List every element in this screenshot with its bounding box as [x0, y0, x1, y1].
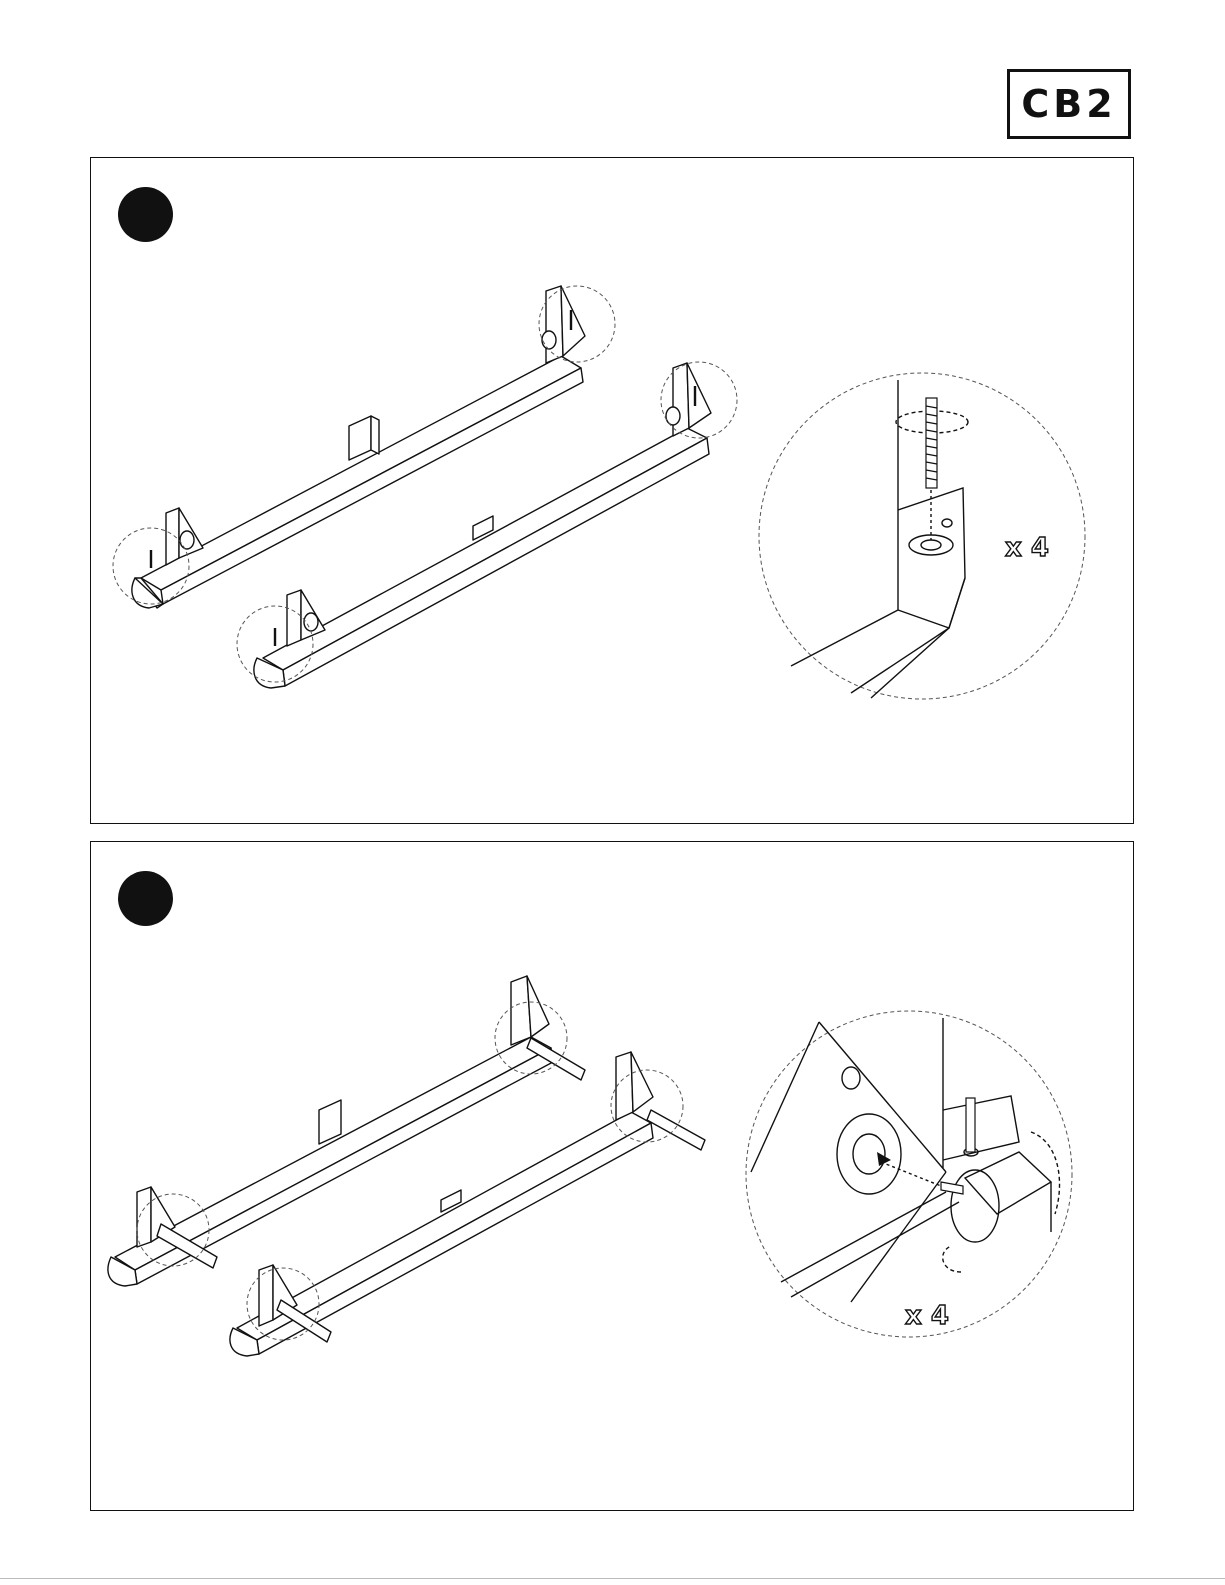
threaded-bolt-icon [926, 398, 937, 488]
step-2-panel: x 4 [90, 841, 1134, 1511]
rail-rear-with-legs [108, 976, 585, 1286]
step-2-quantity-label: x 4 [905, 1301, 949, 1331]
leg-attach-detail: x 4 [746, 1011, 1072, 1337]
cb2-logo: CB2 [1007, 69, 1131, 139]
step-1-panel: x 4 [90, 157, 1134, 824]
step-2-illustration: x 4 [91, 842, 1135, 1512]
page-bottom-rule [0, 1578, 1225, 1579]
logo-text: CB2 [1021, 82, 1116, 126]
step-2-detail-callouts [137, 1002, 683, 1340]
step-1-illustration: x 4 [91, 158, 1135, 825]
step-1-quantity-label: x 4 [1005, 533, 1049, 563]
bolt-insert-detail: x 4 [759, 373, 1085, 699]
